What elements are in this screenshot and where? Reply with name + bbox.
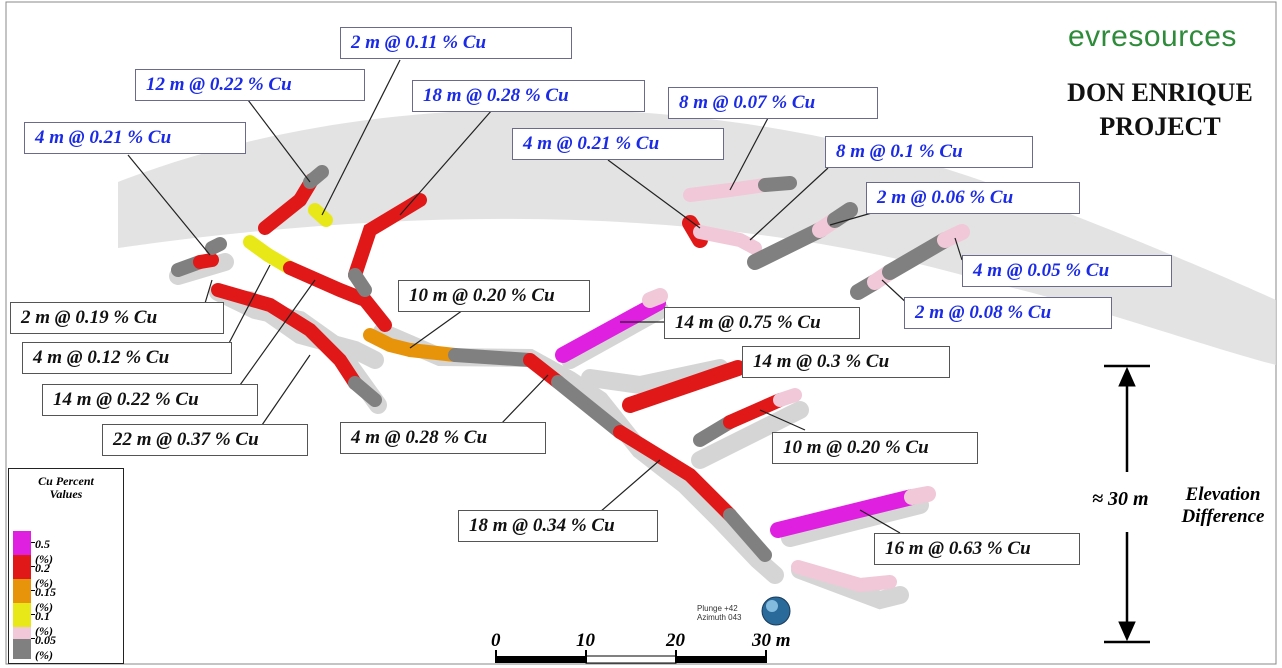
leader-lines <box>127 59 963 534</box>
plunge-text: Plunge +42 <box>697 604 738 613</box>
legend-tick <box>31 542 35 543</box>
elevation-arrow <box>1104 364 1150 644</box>
legend-tick <box>31 638 35 639</box>
legend-label: 0.5 (%) <box>35 537 53 566</box>
project-title-line-1: DON ENRIQUE <box>1067 78 1253 107</box>
label-14m-022-cu: 14 m @ 0.22 % Cu <box>42 384 258 416</box>
label-18m-028-cu: 18 m @ 0.28 % Cu <box>412 80 645 112</box>
project-title: DON ENRIQUE PROJECT <box>1040 76 1280 144</box>
legend-tick <box>31 566 35 567</box>
label-2m-006-cu: 2 m @ 0.06 % Cu <box>866 182 1080 214</box>
label-10m-020-cu-top: 10 m @ 0.20 % Cu <box>398 280 590 312</box>
orientation-text: Plunge +42 Azimuth 043 <box>697 604 741 622</box>
label-10m-020-cu-bottom: 10 m @ 0.20 % Cu <box>772 432 978 464</box>
label-14m-075-cu: 14 m @ 0.75 % Cu <box>664 307 860 339</box>
legend-title-line-2: Values <box>49 487 83 501</box>
elevation-label: Elevation Difference <box>1168 484 1278 528</box>
legend: Cu Percent Values 0.5 (%) 0.2 (%) 0.15 (… <box>8 468 124 664</box>
legend-swatch <box>13 603 31 627</box>
label-4m-012-cu: 4 m @ 0.12 % Cu <box>22 342 232 374</box>
azimuth-text: Azimuth 043 <box>697 613 742 622</box>
label-2m-011-cu: 2 m @ 0.11 % Cu <box>340 27 572 59</box>
company-logo: evresources <box>1068 20 1237 53</box>
label-16m-063-cu: 16 m @ 0.63 % Cu <box>874 533 1080 565</box>
label-12m-022-cu: 12 m @ 0.22 % Cu <box>135 69 365 101</box>
scale-tick-label: 30 m <box>752 630 791 651</box>
scale-bar <box>495 650 767 664</box>
label-18m-034-cu: 18 m @ 0.34 % Cu <box>458 510 658 542</box>
legend-swatch <box>13 555 31 579</box>
label-4m-005-cu: 4 m @ 0.05 % Cu <box>962 255 1172 287</box>
elevation-label-line-2: Difference <box>1181 506 1265 527</box>
label-2m-008-cu: 2 m @ 0.08 % Cu <box>904 297 1112 329</box>
legend-swatch <box>13 531 31 555</box>
label-4m-028-cu: 4 m @ 0.28 % Cu <box>340 422 546 454</box>
project-title-line-2: PROJECT <box>1099 112 1221 141</box>
legend-swatch <box>13 579 31 603</box>
legend-swatch <box>13 639 31 659</box>
label-22m-037-cu: 22 m @ 0.37 % Cu <box>102 424 308 456</box>
legend-label: 0.15 (%) <box>35 585 56 614</box>
legend-tick <box>31 614 35 615</box>
label-14m-03-cu: 14 m @ 0.3 % Cu <box>742 346 950 378</box>
scale-tick-label: 20 <box>666 630 685 651</box>
legend-title: Cu Percent Values <box>9 475 123 501</box>
elevation-value: ≈ 30 m <box>1092 488 1149 510</box>
legend-tick <box>31 590 35 591</box>
label-2m-019-cu: 2 m @ 0.19 % Cu <box>10 302 224 334</box>
elevation-label-line-1: Elevation <box>1185 484 1261 505</box>
orientation-globe-icon <box>761 596 791 626</box>
legend-label: 0.05 (%) <box>35 633 56 662</box>
label-8m-01-cu: 8 m @ 0.1 % Cu <box>825 136 1033 168</box>
drillhole-traces <box>171 165 970 593</box>
scale-tick-label: 0 <box>491 630 501 651</box>
scale-tick-label: 10 <box>576 630 595 651</box>
label-4m-021-cu-left: 4 m @ 0.21 % Cu <box>24 122 246 154</box>
legend-label: 0.2 (%) <box>35 561 53 590</box>
label-8m-007-cu: 8 m @ 0.07 % Cu <box>668 87 878 119</box>
label-4m-021-cu-right: 4 m @ 0.21 % Cu <box>512 128 724 160</box>
legend-title-line-1: Cu Percent <box>38 474 94 488</box>
legend-label: 0.1 (%) <box>35 609 53 638</box>
ore-zone-band <box>118 108 1276 366</box>
